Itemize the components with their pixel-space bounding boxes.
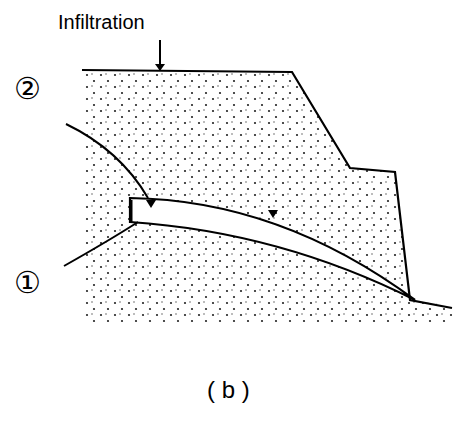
soil-fade — [60, 60, 180, 330]
leader-line — [64, 222, 138, 266]
callout-number: ① — [14, 268, 41, 298]
aquifer-lens — [130, 198, 415, 300]
water-table-mark — [146, 200, 156, 208]
figure-caption: ( b ) — [207, 378, 250, 402]
leader-head — [155, 64, 165, 71]
leader-line — [66, 124, 148, 198]
water-table-mark — [268, 210, 278, 218]
infiltration-label: Infiltration — [58, 12, 145, 32]
ground-surface — [82, 70, 452, 308]
callout-number: ② — [14, 74, 41, 104]
lens-end — [130, 200, 133, 222]
